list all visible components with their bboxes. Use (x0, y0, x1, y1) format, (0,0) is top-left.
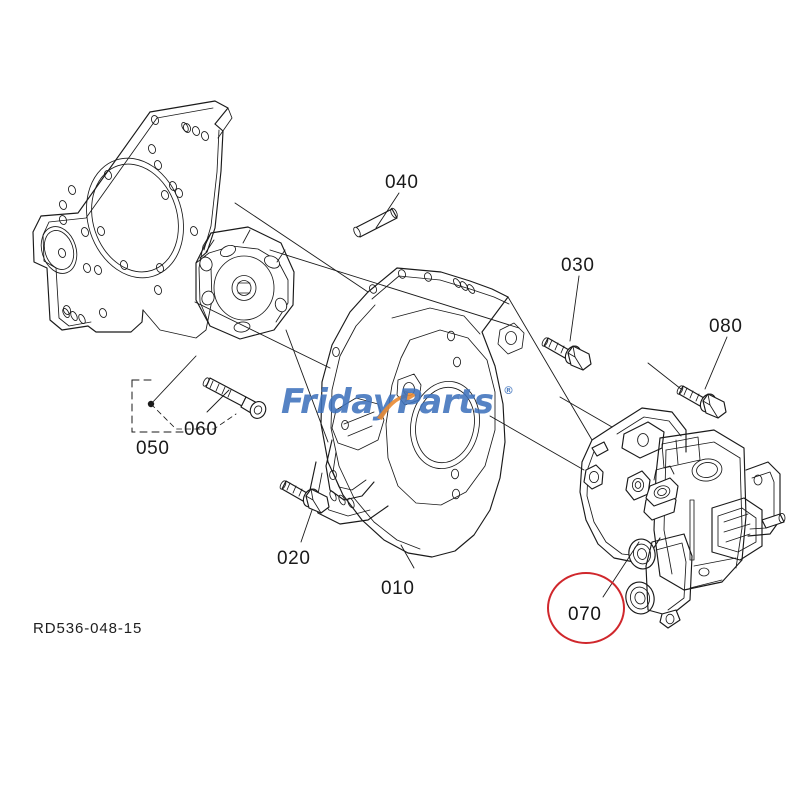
part-drive-coupling-hub (195, 226, 295, 340)
leader-010 (400, 544, 415, 569)
leader-080 (704, 336, 728, 390)
callout-020[interactable]: 020 (277, 548, 311, 569)
drawing-number: RD536-048-15 (33, 620, 143, 637)
part-060-socket-head-cap-screw (202, 377, 267, 419)
part-080-flange-bolt (676, 385, 727, 419)
callout-060[interactable]: 060 (184, 419, 218, 440)
leader-020 (300, 509, 313, 543)
part-050-reference-outline (131, 355, 237, 433)
callout-010[interactable]: 010 (381, 578, 415, 599)
callout-080[interactable]: 080 (709, 316, 743, 337)
callout-040[interactable]: 040 (385, 172, 419, 193)
part-020-flange-bolt (279, 480, 330, 514)
part-flywheel-housing-plate (32, 100, 233, 339)
part-030-flange-bolt (541, 337, 592, 371)
leader-030 (569, 275, 580, 342)
leader-040 (375, 192, 400, 229)
part-070-hydrostatic-pump (579, 407, 786, 629)
part-040-dowel-pin (353, 207, 398, 238)
part-010-bell-housing (309, 267, 525, 558)
assembly-projection-lines (194, 202, 613, 471)
highlight-ring-070 (547, 572, 625, 644)
callout-070[interactable]: 070 (568, 604, 602, 625)
leader-080-mount (647, 362, 682, 390)
callout-030[interactable]: 030 (561, 255, 595, 276)
callout-050[interactable]: 050 (136, 438, 170, 459)
leader-060 (206, 389, 230, 413)
